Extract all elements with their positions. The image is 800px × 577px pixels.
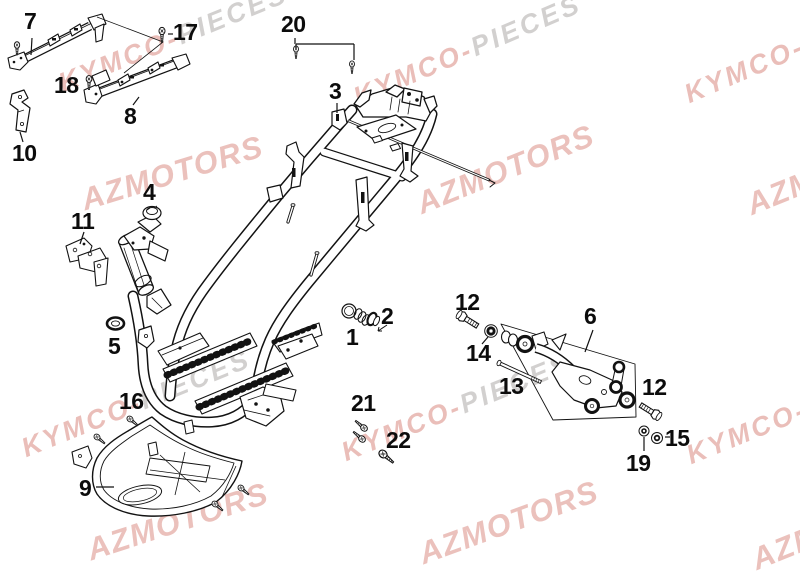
screw-7-drawing bbox=[13, 41, 21, 56]
callout-10: 10 bbox=[12, 140, 37, 166]
callout-9: 9 bbox=[79, 475, 92, 501]
screw-21a-drawing bbox=[353, 418, 370, 434]
callout-4: 4 bbox=[143, 179, 156, 205]
belly-pan-9-drawing bbox=[71, 416, 243, 517]
callout-12-lower: 12 bbox=[642, 374, 667, 400]
callout-7: 7 bbox=[24, 8, 37, 34]
callout-15: 15 bbox=[665, 425, 690, 451]
screw-17-drawing bbox=[158, 26, 166, 43]
callout-21: 21 bbox=[351, 390, 376, 416]
screw-9a-drawing bbox=[236, 483, 251, 497]
bracket-11-drawing bbox=[65, 237, 109, 287]
callout-3: 3 bbox=[329, 78, 342, 104]
plug-1-2-drawing bbox=[341, 303, 388, 332]
bracket-10-drawing bbox=[9, 89, 31, 133]
screw-16a-drawing bbox=[125, 414, 140, 428]
callout-2: 2 bbox=[381, 303, 394, 329]
callout-8: 8 bbox=[124, 103, 137, 129]
callout-16: 16 bbox=[119, 388, 144, 414]
callout-22: 22 bbox=[386, 427, 411, 453]
nut-19-drawing bbox=[638, 425, 650, 437]
frame-body-drawing bbox=[117, 84, 496, 428]
screw-16b-drawing bbox=[92, 432, 107, 446]
rail-8-drawing bbox=[83, 53, 191, 105]
callout-20: 20 bbox=[281, 11, 306, 37]
grommet-4-drawing bbox=[142, 205, 162, 221]
screw-9b-drawing bbox=[210, 499, 225, 513]
callout-17: 17 bbox=[173, 19, 198, 45]
callout-14: 14 bbox=[466, 340, 491, 366]
callout-13: 13 bbox=[499, 373, 524, 399]
callout-18: 18 bbox=[54, 72, 79, 98]
callout-12-upper: 12 bbox=[455, 289, 480, 315]
rail-7-drawing bbox=[7, 13, 107, 71]
bolt-12-lower-drawing bbox=[637, 400, 664, 423]
callout-11: 11 bbox=[71, 208, 95, 234]
engine-hanger-6-drawing bbox=[500, 323, 637, 421]
callout-1: 1 bbox=[346, 324, 359, 350]
callout-19: 19 bbox=[626, 450, 651, 476]
callout-6: 6 bbox=[584, 303, 597, 329]
grommet-5-drawing bbox=[105, 316, 126, 331]
nut-15-drawing bbox=[651, 432, 663, 444]
washer-14-drawing bbox=[484, 324, 498, 338]
screw-20b-drawing bbox=[349, 60, 355, 74]
callout-5: 5 bbox=[108, 333, 121, 359]
stud-13-drawing bbox=[496, 359, 543, 385]
callout-leader-lines bbox=[19, 33, 670, 488]
